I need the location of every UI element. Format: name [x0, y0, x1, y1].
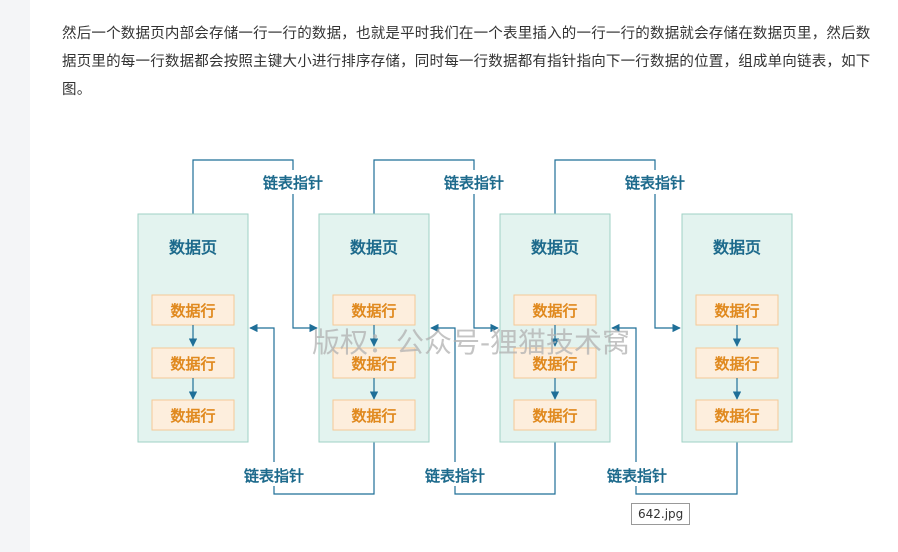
- data-row-box: [332, 347, 416, 379]
- forward-link-line: [554, 159, 681, 333]
- data-row-label: 数据行: [714, 407, 759, 425]
- forward-link-line: [192, 159, 318, 333]
- data-row-label: 数据行: [170, 355, 215, 373]
- backward-link-line: [249, 323, 375, 495]
- image-caption: 642.jpg: [631, 503, 691, 525]
- data-row-label: 数据行: [351, 302, 396, 320]
- link-label-bg: [259, 170, 327, 194]
- top-link-label: 链表指针: [444, 174, 504, 192]
- forward-link-line: [373, 159, 499, 333]
- data-row-box: [513, 399, 597, 431]
- data-page-title: 数据页: [531, 238, 579, 257]
- link-label-bg: [240, 462, 308, 486]
- data-page-title: 数据页: [169, 238, 217, 257]
- bottom-link-label: 链表指针: [425, 467, 485, 485]
- link-label-bg: [603, 462, 671, 486]
- bottom-link-label: 链表指针: [607, 467, 667, 485]
- data-row-box: [695, 347, 779, 379]
- data-row-label: 数据行: [714, 355, 759, 373]
- data-page-title: 数据页: [713, 238, 761, 257]
- top-link-label: 链表指针: [263, 174, 323, 192]
- backward-link-line: [611, 323, 738, 495]
- data-row-label: 数据行: [532, 407, 577, 425]
- backward-link-line: [430, 323, 556, 495]
- data-row-box: [695, 399, 779, 431]
- link-label-bg: [440, 170, 508, 194]
- data-row-label: 数据行: [351, 407, 396, 425]
- data-row-box: [695, 294, 779, 326]
- data-row-box: [151, 399, 235, 431]
- data-row-box: [151, 294, 235, 326]
- data-row-label: 数据行: [532, 355, 577, 373]
- data-row-label: 数据行: [170, 407, 215, 425]
- link-label-bg: [621, 170, 689, 194]
- data-row-label: 数据行: [170, 302, 215, 320]
- data-row-box: [151, 347, 235, 379]
- watermark-text: 版权：公众号-狸猫技术窝: [312, 326, 630, 359]
- data-row-box: [332, 294, 416, 326]
- left-gutter: [0, 0, 30, 552]
- link-label-bg: [421, 462, 489, 486]
- data-row-label: 数据行: [714, 302, 759, 320]
- data-row-label: 数据行: [351, 355, 396, 373]
- bottom-link-label: 链表指针: [244, 467, 304, 485]
- article-paragraph: 然后一个数据页内部会存储一行一行的数据，也就是平时我们在一个表里插入的一行一行的…: [62, 26, 871, 98]
- top-link-label: 链表指针: [625, 174, 685, 192]
- data-row-box: [513, 294, 597, 326]
- data-row-label: 数据行: [532, 302, 577, 320]
- data-row-box: [332, 399, 416, 431]
- data-page-title: 数据页: [350, 238, 398, 257]
